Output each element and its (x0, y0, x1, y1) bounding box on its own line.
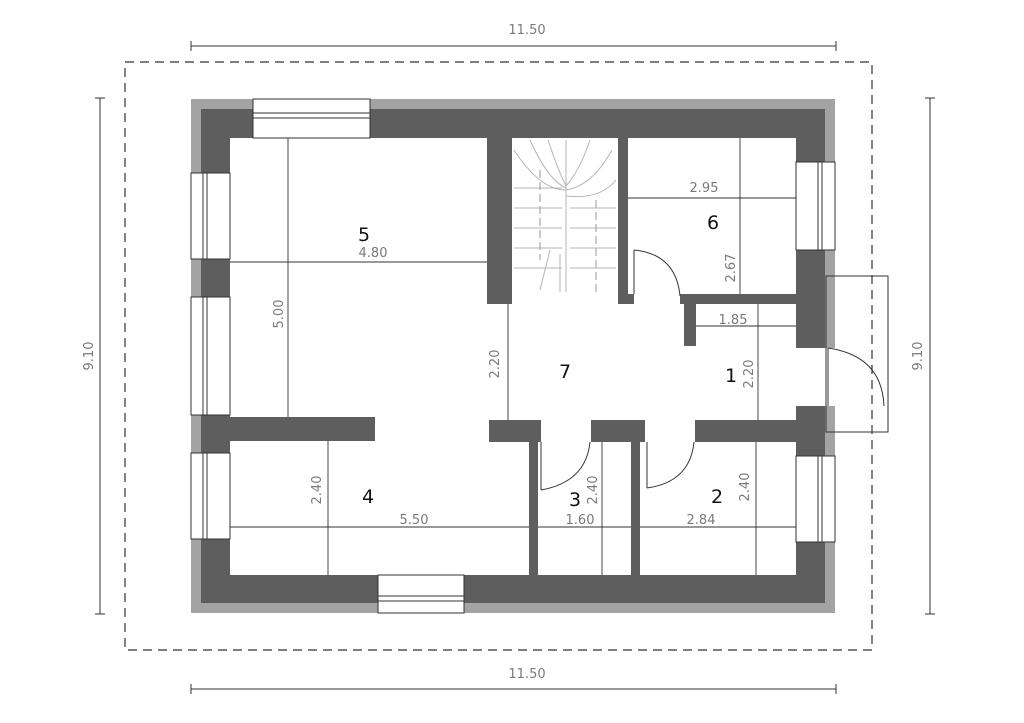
dimension-bottom-label: 11.50 (508, 667, 545, 682)
room-3-height: 2.40 (586, 476, 601, 505)
room-2-height: 2.40 (738, 473, 753, 502)
window-right-2 (795, 455, 836, 543)
room-5-width: 4.80 (359, 246, 388, 261)
interior-walls (230, 138, 796, 575)
room-label-2: 2 (711, 486, 723, 508)
room-label-3: 3 (569, 489, 581, 511)
room-4-height: 2.40 (310, 476, 325, 505)
room-dimension-lines (230, 138, 796, 575)
entrance (796, 275, 889, 433)
dimension-top-label: 11.50 (508, 23, 545, 38)
dimension-right (925, 97, 935, 615)
dimension-right-label: 9.10 (911, 342, 926, 371)
room-4-width: 5.50 (400, 513, 429, 528)
dimension-top (190, 41, 837, 51)
room-6-width: 2.95 (690, 181, 719, 196)
window-left-2 (190, 296, 231, 416)
windows (190, 98, 836, 614)
room-label-4: 4 (362, 486, 374, 508)
room-label-5: 5 (358, 224, 370, 246)
room-2-width: 2.84 (687, 513, 716, 528)
window-left-1 (190, 172, 231, 260)
room-5-height: 5.00 (272, 300, 287, 329)
room-label-1: 1 (725, 365, 737, 387)
dimension-left (95, 97, 105, 615)
stair-well (512, 138, 618, 294)
room-7-height: 2.20 (488, 350, 503, 379)
dimension-bottom (190, 684, 837, 694)
room-label-7: 7 (559, 361, 571, 383)
window-right-1 (795, 161, 836, 251)
door-swings (540, 249, 695, 491)
roof-outline (124, 61, 873, 651)
room-1-height: 2.20 (742, 360, 757, 389)
dimension-left-label: 9.10 (82, 342, 97, 371)
window-top (252, 98, 371, 139)
window-left-3 (190, 452, 231, 540)
room-6-height: 2.67 (724, 254, 739, 283)
room-label-6: 6 (707, 212, 719, 234)
window-bottom (377, 574, 465, 614)
room-1-width: 1.85 (719, 313, 748, 328)
room-3-width: 1.60 (566, 513, 595, 528)
